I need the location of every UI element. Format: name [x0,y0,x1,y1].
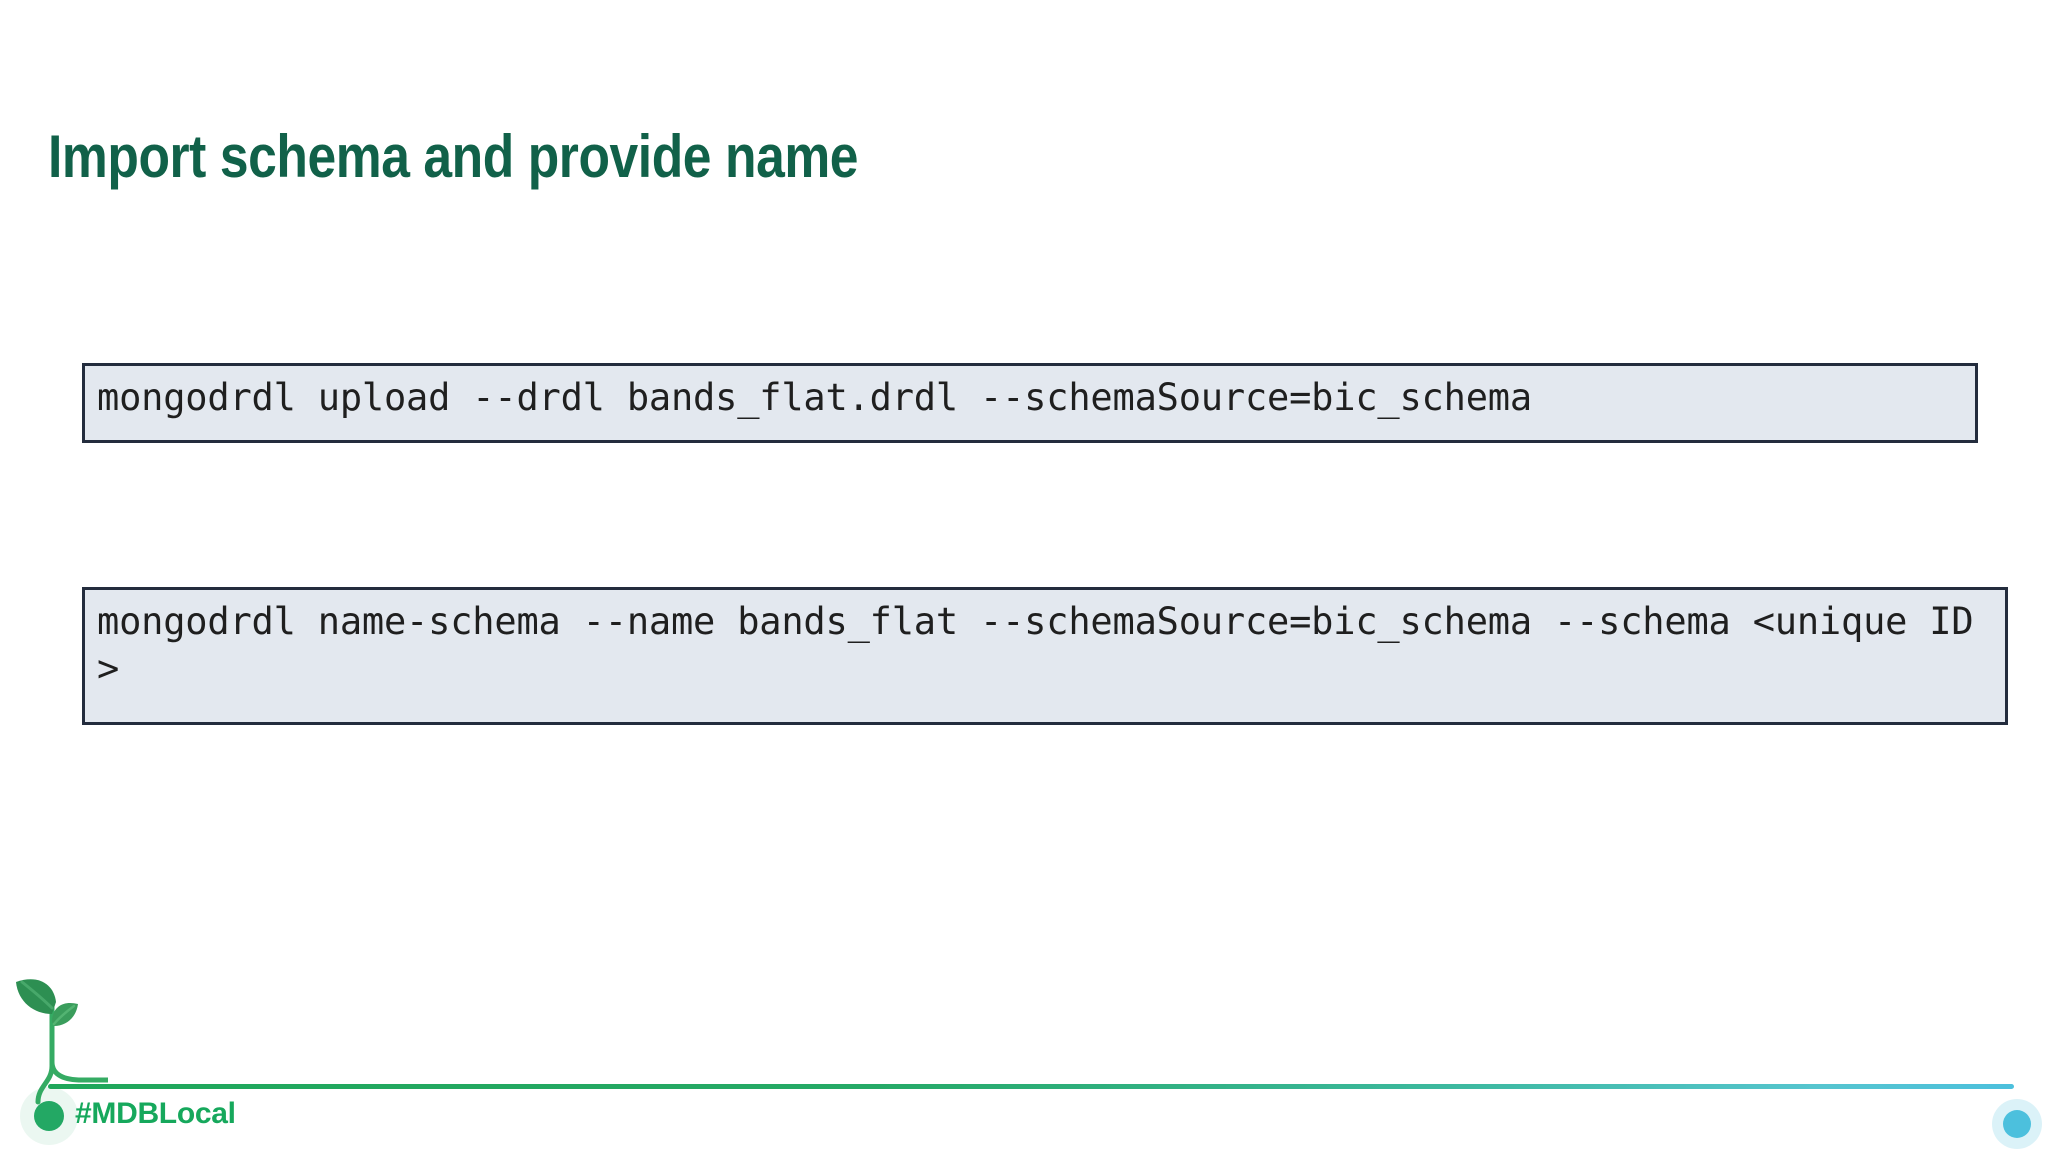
footer-gradient-rule [48,1084,2014,1089]
footer [0,960,2048,1152]
page-title: Import schema and provide name [48,123,859,190]
code-block-upload-command: mongodrdl upload --drdl bands_flat.drdl … [82,363,1978,443]
footer-node-left-dot [34,1101,64,1131]
sprout-icon [8,970,111,1120]
footer-hashtag: #MDBLocal [75,1097,236,1130]
code-block-name-schema-command: mongodrdl name-schema --name bands_flat … [82,587,2008,725]
footer-node-right-dot [2003,1110,2031,1138]
